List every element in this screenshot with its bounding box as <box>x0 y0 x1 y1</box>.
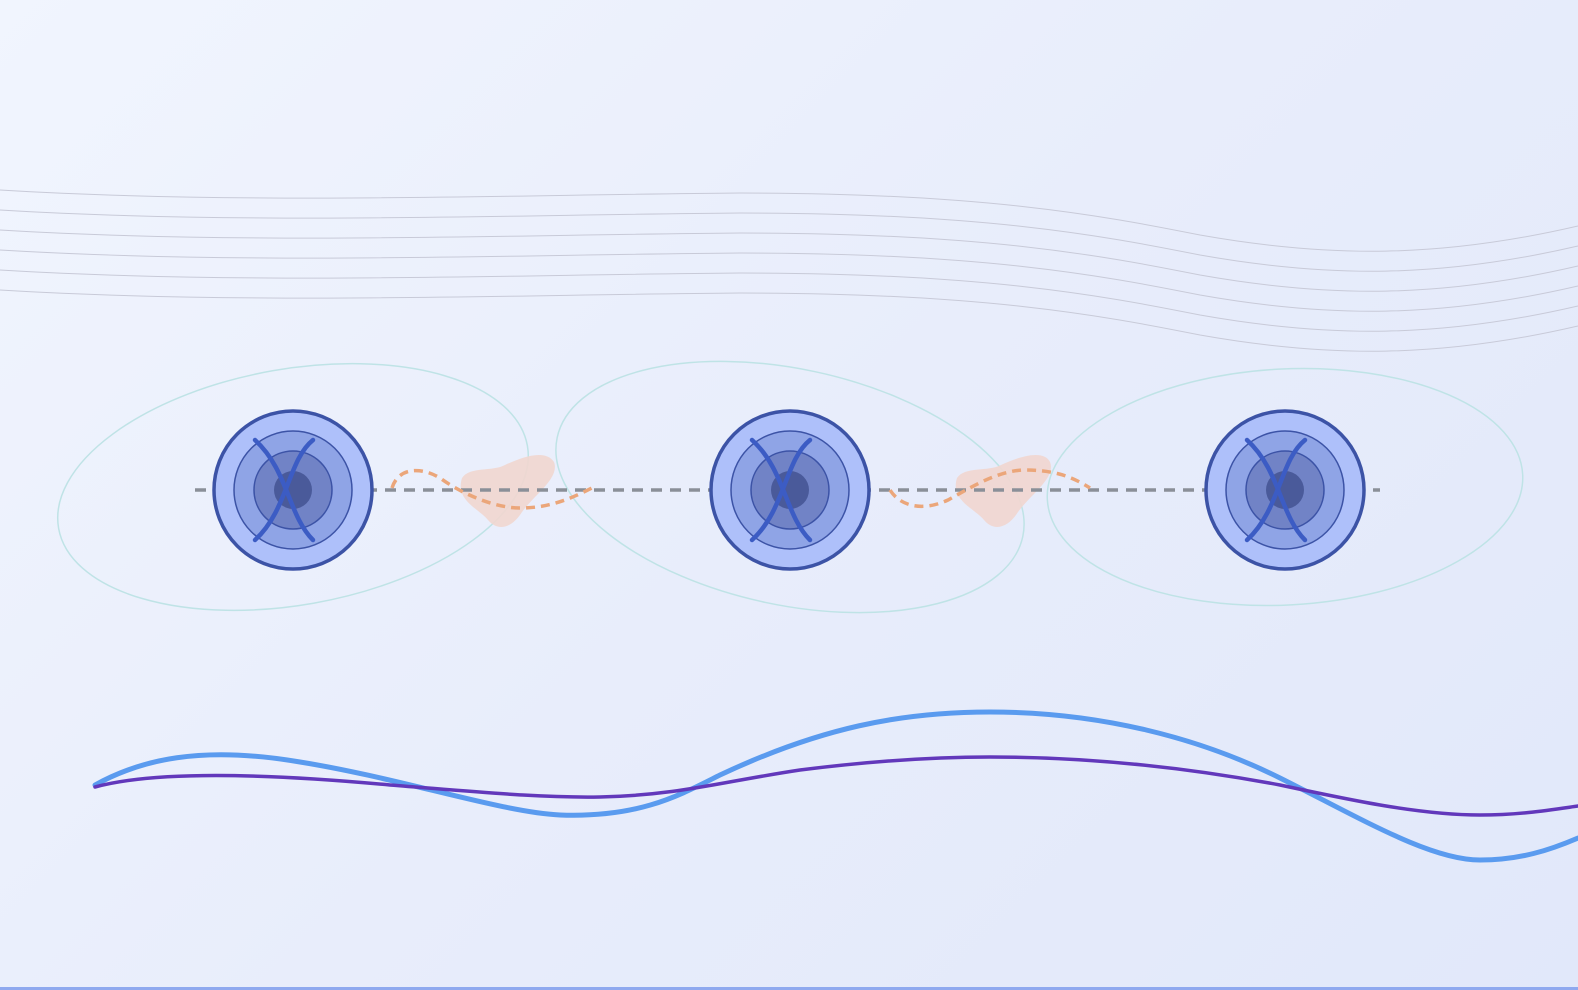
waves-group <box>92 709 1578 863</box>
halo-ellipse <box>56 362 530 612</box>
connector-squiggle <box>888 468 1091 509</box>
node-cross-arc <box>749 437 813 543</box>
halo-ellipses-group <box>56 360 1524 614</box>
contour-line <box>0 269 1578 332</box>
nodes-group <box>212 409 1366 571</box>
concentric-target-icon <box>1204 409 1366 571</box>
contour-line <box>0 229 1578 292</box>
contour-line <box>0 209 1578 272</box>
wave-blue-line <box>92 709 1578 863</box>
contour-line <box>0 189 1578 252</box>
node-cross-arc <box>1244 437 1308 543</box>
contour-line <box>0 289 1578 352</box>
contour-lines-group <box>0 189 1578 352</box>
halo-ellipse <box>1046 367 1524 607</box>
bottom-border <box>0 987 1578 990</box>
concentric-target-icon <box>212 409 374 571</box>
connector-squiggle <box>390 468 593 510</box>
node-cross-arc <box>252 437 316 543</box>
wave-purple-line <box>93 755 1578 817</box>
concentric-target-icon <box>709 409 871 571</box>
contour-line <box>0 249 1578 312</box>
halo-ellipse <box>555 360 1025 614</box>
